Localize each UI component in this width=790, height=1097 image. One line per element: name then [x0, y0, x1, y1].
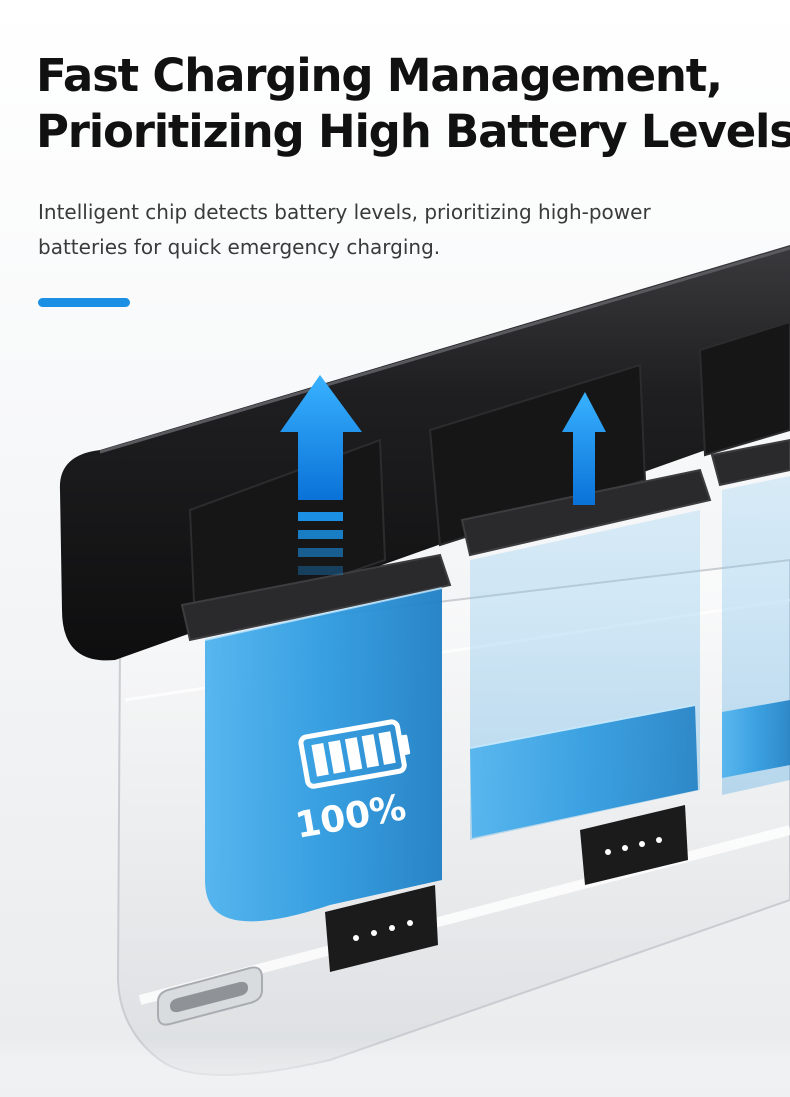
accent-divider	[38, 298, 130, 307]
description-line-1: Intelligent chip detects battery levels,…	[38, 200, 651, 224]
battery-edge	[722, 476, 790, 795]
description-line-2: batteries for quick emergency charging.	[38, 235, 441, 259]
usb-c-port	[157, 966, 263, 1026]
battery-partial	[469, 510, 700, 885]
full-battery-icon	[298, 719, 411, 789]
headline-line-1: Fast Charging Management,	[36, 49, 723, 102]
headline-line-2: Prioritizing High Battery Levels	[36, 105, 790, 158]
up-arrow-icon	[562, 392, 606, 505]
headline: Fast Charging Management, Prioritizing H…	[36, 48, 790, 160]
up-arrow-icon	[280, 375, 362, 575]
description: Intelligent chip detects battery levels,…	[38, 195, 738, 265]
battery-full: 100%	[204, 587, 443, 972]
